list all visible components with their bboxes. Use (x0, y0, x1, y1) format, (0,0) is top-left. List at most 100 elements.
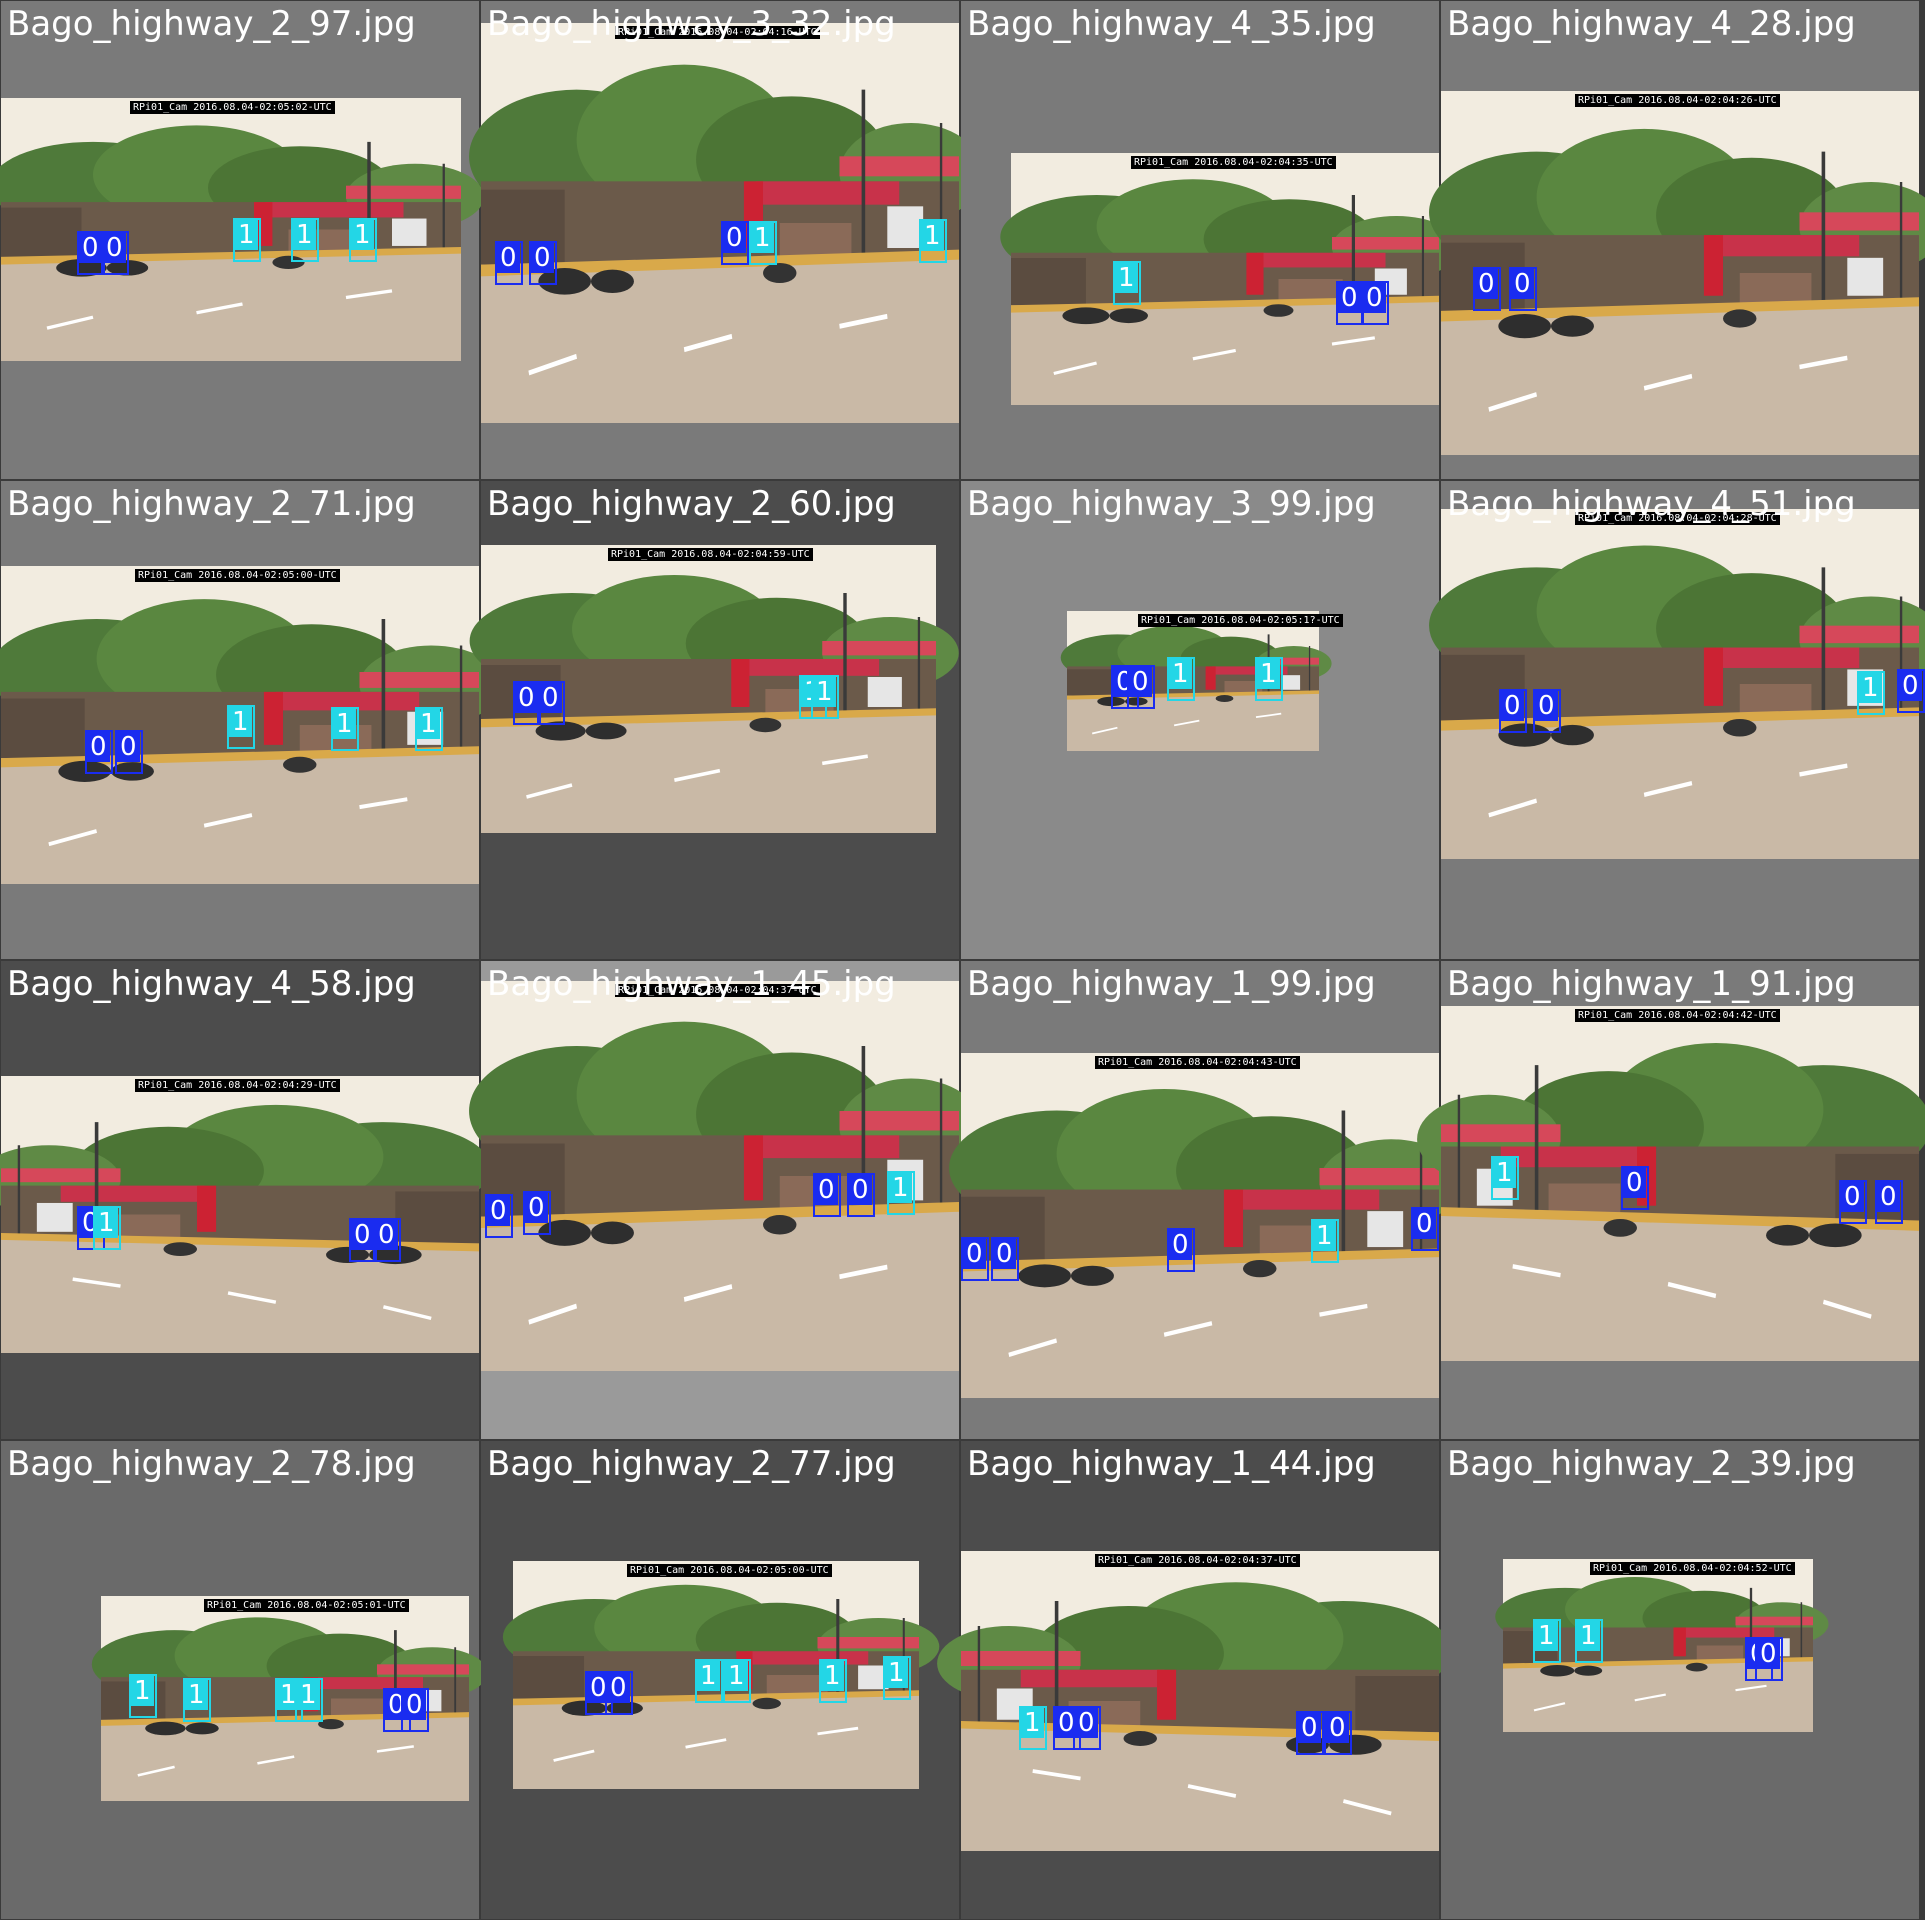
street-scene-photo (0, 1076, 491, 1353)
tile-filename: Bago_highway_2_39.jpg (1447, 1444, 1856, 1484)
detection-box-class-0: 0 (77, 231, 105, 275)
detection-box-class-1: 1 (819, 1659, 847, 1703)
street-scene-photo (937, 1551, 1451, 1851)
detection-class-label: 1 (725, 1661, 748, 1691)
detection-class-label: 1 (333, 709, 356, 739)
detection-class-label: 1 (751, 223, 774, 253)
detection-class-label: 1 (235, 220, 258, 250)
detection-class-label: 0 (497, 243, 520, 273)
detection-box-class-1: 1 (1857, 671, 1885, 715)
timestamp-overlay: RPi01_Cam 2016.08.04-02:04:35-UTC (1131, 156, 1336, 169)
detection-box-class-0: 0 (847, 1173, 875, 1217)
detection-class-label: 0 (515, 683, 538, 713)
detection-class-label: 1 (821, 1661, 844, 1691)
detection-class-label: 0 (1623, 1168, 1646, 1198)
timestamp-overlay: RPi01_Cam 2016.08.04-02:04:16-UTC (615, 26, 820, 39)
tile-filename: Bago_highway_1_99.jpg (967, 964, 1376, 1004)
detection-box-class-1: 1 (275, 1678, 303, 1722)
mosaic-tile: RPi01_Cam 2016.08.04-02:04:59-UTC0011Bag… (469, 481, 959, 959)
detection-class-label: 1 (697, 1661, 720, 1691)
detection-box-class-1: 1 (1575, 1619, 1603, 1663)
detection-class-label: 0 (815, 1175, 838, 1205)
detection-box-class-0: 0 (813, 1173, 841, 1217)
detection-class-label: 0 (1841, 1182, 1864, 1212)
detection-box-class-1: 1 (349, 218, 377, 262)
street-scene-photo (949, 1053, 1463, 1398)
detection-class-label: 0 (539, 683, 562, 713)
detection-class-label: 1 (1493, 1158, 1516, 1188)
detection-class-label: 0 (117, 732, 140, 762)
detection-class-label: 1 (297, 1680, 320, 1710)
detection-class-label: 1 (293, 220, 316, 250)
detection-class-label: 0 (1129, 667, 1152, 697)
detection-box-class-1: 1 (1311, 1219, 1339, 1263)
detection-class-label: 0 (531, 243, 554, 273)
tile-filename: Bago_highway_3_99.jpg (967, 484, 1376, 524)
detection-box-class-1: 1 (331, 707, 359, 751)
detection-class-label: 1 (1535, 1621, 1558, 1651)
detection-box-class-1: 1 (227, 705, 255, 749)
detection-box-class-0: 0 (961, 1237, 989, 1281)
detection-class-label: 0 (1075, 1708, 1098, 1738)
detection-box-class-0: 0 (1296, 1711, 1324, 1755)
detection-box-class-0: 0 (1073, 1706, 1101, 1750)
timestamp-overlay: RPi01_Cam 2016.08.04-02:05:02-UTC (130, 101, 335, 114)
detection-class-label: 0 (403, 1690, 426, 1720)
mosaic-tile: RPi01_Cam 2016.08.04-02:04:52-UTC1100Bag… (1441, 1441, 1919, 1919)
detection-class-label: 1 (95, 1208, 118, 1238)
detection-class-label: 0 (1169, 1230, 1192, 1260)
detection-box-class-0: 0 (1509, 267, 1537, 311)
detection-box-class-1: 1 (883, 1656, 911, 1700)
detection-box-class-1: 1 (1113, 261, 1141, 305)
detection-class-label: 1 (921, 221, 944, 251)
detection-box-class-1: 1 (93, 1206, 121, 1250)
detection-class-label: 0 (375, 1220, 398, 1250)
detection-class-label: 1 (185, 1680, 208, 1710)
detection-class-label: 1 (417, 709, 440, 739)
detection-box-class-1: 1 (919, 219, 947, 263)
detection-box-class-1: 1 (415, 707, 443, 751)
detection-box-class-1: 1 (1491, 1156, 1519, 1200)
detection-class-label: 0 (993, 1239, 1016, 1269)
detection-class-label: 0 (1413, 1209, 1436, 1239)
timestamp-overlay: RPi01_Cam 2016.08.04-02:05:00-UTC (135, 569, 340, 582)
detection-class-label: 1 (131, 1676, 154, 1706)
detection-box-class-0: 0 (605, 1671, 633, 1715)
street-scene-photo (1429, 509, 1925, 859)
detection-box-class-1: 1 (695, 1659, 723, 1703)
tile-filename: Bago_highway_2_78.jpg (7, 1444, 416, 1484)
timestamp-overlay: RPi01_Cam 2016.08.04-02:04:37-UTC (615, 984, 820, 997)
tile-filename: Bago_highway_2_60.jpg (487, 484, 896, 524)
detection-class-label: 0 (79, 233, 102, 263)
timestamp-overlay: RPi01_Cam 2016.08.04-02:04:28-UTC (1575, 512, 1780, 525)
detection-class-label: 0 (849, 1175, 872, 1205)
detection-class-label: 1 (813, 677, 836, 707)
detection-class-label: 0 (1501, 691, 1524, 721)
tile-filename: Bago_highway_2_97.jpg (7, 4, 416, 44)
detection-box-class-0: 0 (523, 1191, 551, 1235)
detection-class-label: 1 (889, 1173, 912, 1203)
detection-class-label: 1 (1257, 659, 1280, 689)
detection-box-class-0: 0 (721, 221, 749, 265)
tile-filename: Bago_highway_3_32.jpg (487, 4, 896, 44)
detection-class-label: 0 (1055, 1708, 1078, 1738)
detection-class-label: 0 (1298, 1713, 1321, 1743)
detection-class-label: 0 (351, 1220, 374, 1250)
detection-class-label: 0 (1363, 283, 1386, 313)
street-scene-photo (1000, 153, 1461, 405)
detection-box-class-0: 0 (1127, 665, 1155, 709)
detection-class-label: 0 (1899, 671, 1922, 701)
